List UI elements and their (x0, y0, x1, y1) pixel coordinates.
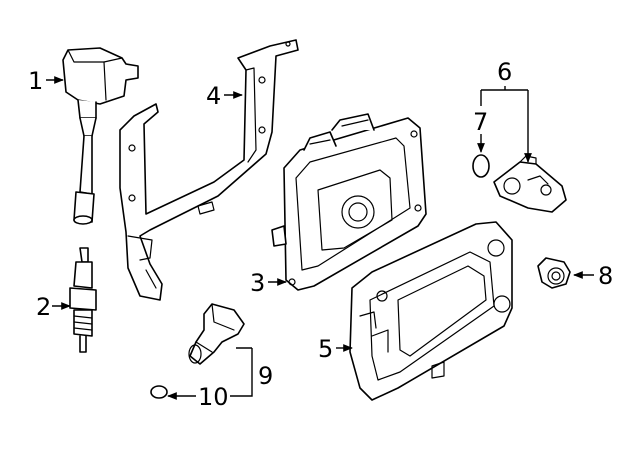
callout-1: 1 (28, 67, 43, 95)
sensor[interactable] (493, 155, 567, 213)
ignition-coil[interactable] (62, 47, 139, 225)
callout-9: 9 (258, 362, 273, 390)
o-ring-small[interactable] (150, 385, 168, 399)
module-bracket[interactable] (349, 221, 513, 401)
o-ring[interactable] (472, 154, 490, 178)
knock-sensor[interactable] (537, 257, 571, 289)
mounting-bracket[interactable] (119, 39, 299, 301)
callout-2: 2 (36, 293, 51, 321)
callout-3: 3 (250, 269, 265, 297)
leader-9 (230, 347, 253, 397)
leader-6 (481, 86, 528, 91)
spark-plug[interactable] (69, 247, 97, 353)
callout-10: 10 (198, 383, 229, 411)
callout-7: 7 (473, 108, 488, 136)
callout-6: 6 (497, 58, 512, 86)
position-sensor[interactable] (188, 303, 245, 365)
callout-5: 5 (318, 335, 333, 363)
callout-8: 8 (598, 262, 613, 290)
callout-4: 4 (206, 82, 221, 110)
engine-control-module[interactable] (271, 113, 427, 291)
